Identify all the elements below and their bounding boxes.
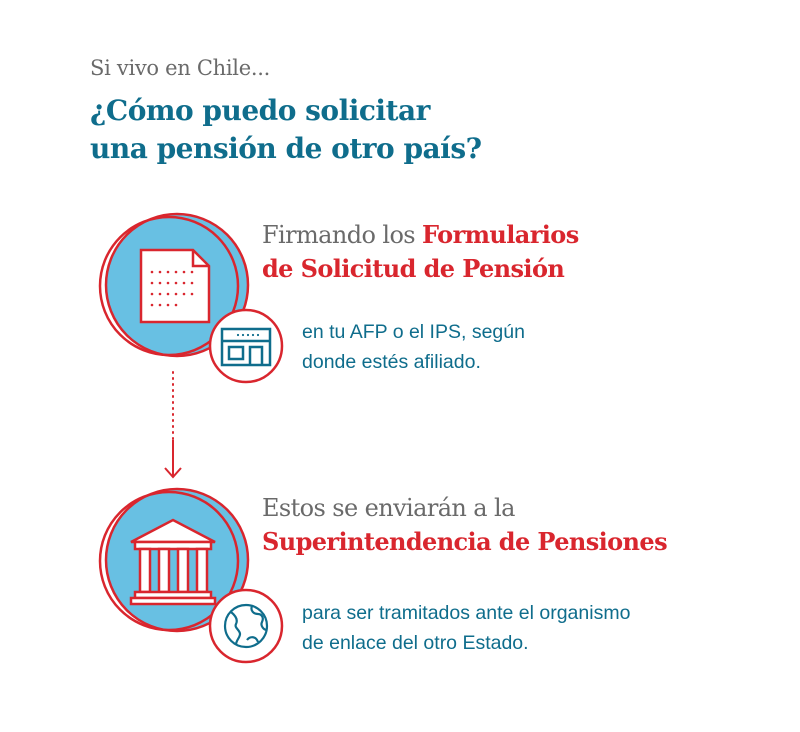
step2-heading-line-1: Estos se enviarán a la <box>262 494 515 522</box>
step1-heading-line-1: Firmando los Formularios <box>262 218 579 252</box>
institution-columns-icon <box>129 518 217 606</box>
step1-body-line-1: en tu AFP o el IPS, según <box>302 321 525 343</box>
intro-text: Si vivo en Chile... <box>90 56 270 80</box>
step1-heading-highlight-2: de Solicitud de Pensión <box>262 254 565 283</box>
step1-body-line-2: donde estés afiliado. <box>302 351 481 373</box>
step2-body-line-1: para ser tramitados ante el organismo <box>302 602 631 624</box>
connector-arrow <box>164 371 182 479</box>
step1-heading: Firmando los Formularios de Solicitud de… <box>262 218 579 286</box>
step1-heading-prefix: Firmando los <box>262 221 423 249</box>
step2-body-line-2: de enlace del otro Estado. <box>302 632 529 654</box>
step2-heading-highlight: Superintendencia de Pensiones <box>262 527 668 556</box>
step1-heading-highlight-1: Formularios <box>422 220 579 249</box>
office-building-icon <box>220 327 272 367</box>
step2-badge <box>208 588 284 664</box>
page-title: ¿Cómo puedo solicitar una pensión de otr… <box>90 92 650 168</box>
step1-body: en tu AFP o el IPS, según donde estés af… <box>302 317 622 377</box>
step2-heading: Estos se enviarán a la Superintendencia … <box>262 491 668 559</box>
title-line-2: una pensión de otro país? <box>90 132 482 165</box>
title-line-1: ¿Cómo puedo solicitar <box>90 94 430 127</box>
step2-body: para ser tramitados ante el organismo de… <box>302 598 702 658</box>
document-icon <box>139 248 211 324</box>
globe-icon <box>223 603 269 649</box>
